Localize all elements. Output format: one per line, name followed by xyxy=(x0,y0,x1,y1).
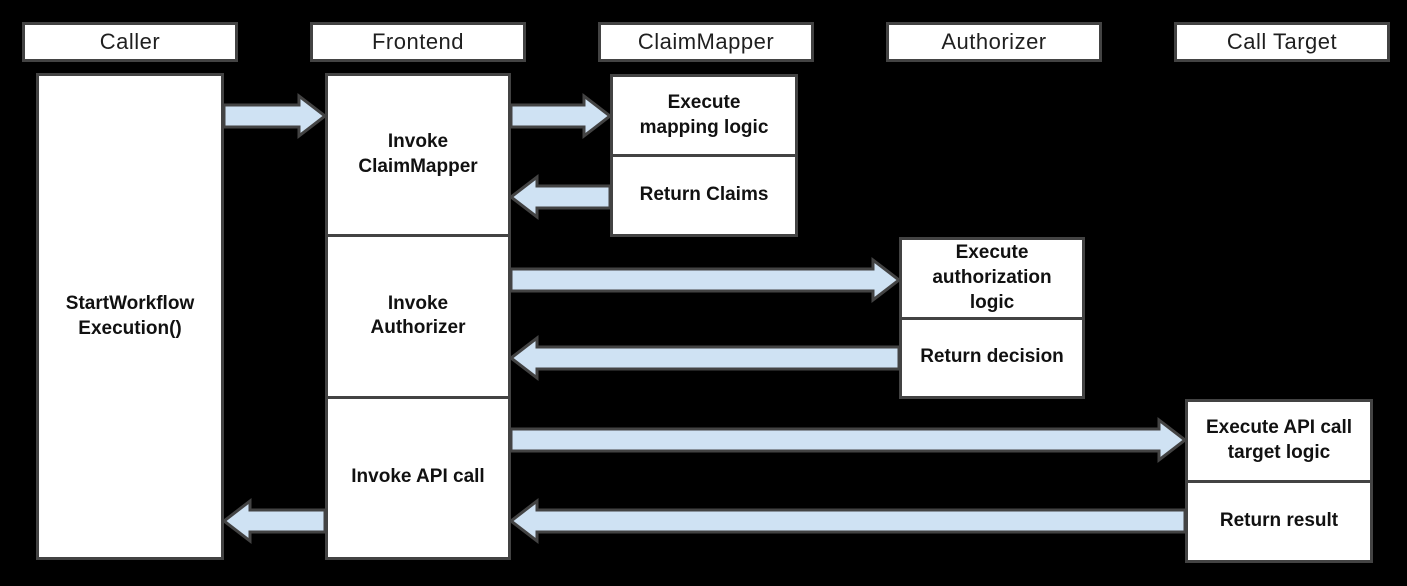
frontend-invoke-api-call-label: Invoke API call xyxy=(351,466,485,488)
lane-header-caller-label: Caller xyxy=(99,29,161,54)
lane-header-frontend-label: Frontend xyxy=(371,29,465,54)
frontend-invoke-authorizer-section: Invoke Authorizer xyxy=(328,234,508,395)
lane-header-authorizer: Authorizer xyxy=(886,22,1102,62)
arrow-frontend-to-calltarget-icon xyxy=(509,416,1188,464)
arrow-frontend-return-to-caller-icon xyxy=(221,497,327,545)
calltarget-activation-box: Execute API call target logic Return res… xyxy=(1185,399,1373,563)
frontend-invoke-claimmapper-label: Invoke ClaimMapper xyxy=(358,131,478,178)
arrow-frontend-to-claimmapper-icon xyxy=(509,92,613,140)
authorizer-return-label: Return decision xyxy=(920,346,1064,368)
calltarget-return-section: Return result xyxy=(1188,479,1370,561)
lane-header-calltarget-label: Call Target xyxy=(1226,29,1338,54)
lane-header-frontend: Frontend xyxy=(310,22,526,62)
arrow-caller-to-frontend-icon xyxy=(222,92,328,140)
lane-header-claimmapper: ClaimMapper xyxy=(598,22,814,62)
authorizer-execute-label: Execute authorization logic xyxy=(932,242,1052,313)
frontend-invoke-authorizer-label: Invoke Authorizer xyxy=(370,292,466,339)
arrow-frontend-to-authorizer-icon xyxy=(509,256,902,304)
caller-startworkflow-section: StartWorkflow Execution() xyxy=(39,76,221,557)
claimmapper-return-section: Return Claims xyxy=(613,154,795,234)
calltarget-execute-label: Execute API call target logic xyxy=(1205,417,1353,463)
claimmapper-return-label: Return Claims xyxy=(639,184,769,206)
arrow-authorizer-return-to-frontend-icon xyxy=(508,334,901,382)
authorizer-return-section: Return decision xyxy=(902,316,1082,397)
claimmapper-execute-label: Execute mapping logic xyxy=(639,91,769,138)
claimmapper-execute-section: Execute mapping logic xyxy=(613,77,795,154)
arrow-calltarget-return-to-frontend-icon xyxy=(508,497,1187,545)
lane-header-authorizer-label: Authorizer xyxy=(941,29,1047,54)
claimmapper-activation-box: Execute mapping logic Return Claims xyxy=(610,74,798,237)
lane-header-claimmapper-label: ClaimMapper xyxy=(637,29,775,54)
caller-startworkflow-label: StartWorkflow Execution() xyxy=(65,292,195,339)
caller-activation-box: StartWorkflow Execution() xyxy=(36,73,224,560)
lane-header-calltarget: Call Target xyxy=(1174,22,1390,62)
frontend-activation-box: Invoke ClaimMapper Invoke Authorizer Inv… xyxy=(325,73,511,560)
arrow-claimmapper-return-to-frontend-icon xyxy=(508,173,612,221)
lane-header-caller: Caller xyxy=(22,22,238,62)
frontend-invoke-api-call-section: Invoke API call xyxy=(328,395,508,557)
calltarget-execute-section: Execute API call target logic xyxy=(1188,402,1370,480)
frontend-invoke-claimmapper-section: Invoke ClaimMapper xyxy=(328,76,508,234)
authorizer-activation-box: Execute authorization logic Return decis… xyxy=(899,237,1085,399)
calltarget-return-label: Return result xyxy=(1219,509,1339,531)
authorizer-execute-section: Execute authorization logic xyxy=(902,240,1082,317)
